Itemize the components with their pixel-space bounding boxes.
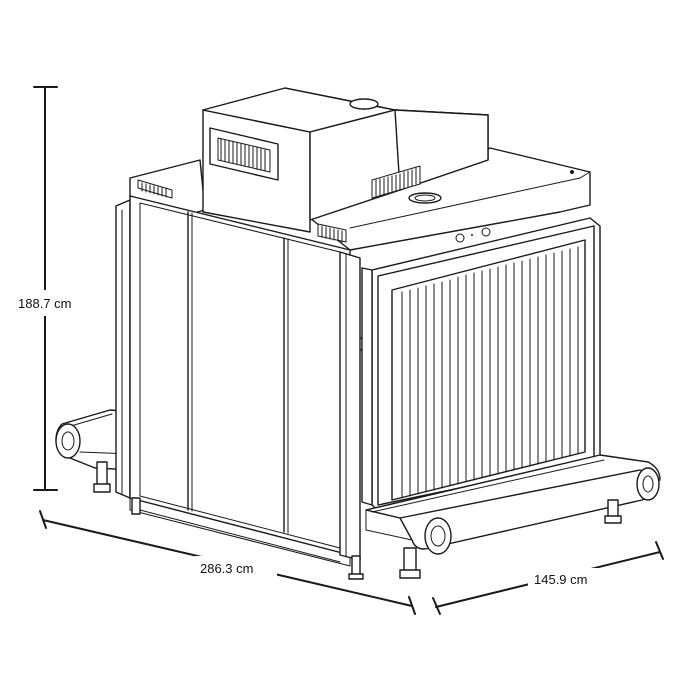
housing-left-vent [209,127,279,181]
right-conveyor [365,454,661,579]
height-dimension: 188.7 cm [14,86,94,491]
housing-right-vent [371,165,421,199]
length-dimension: 286.3 cm [39,510,416,615]
top-housing [202,87,489,233]
main-body-side [115,159,364,580]
tunnel-entrance [361,217,601,511]
control-knob-1 [455,233,465,243]
width-dimension: 145.9 cm [432,541,664,615]
right-deck-vent [317,223,347,243]
left-conveyor [55,409,136,493]
control-knob-2 [481,227,491,237]
left-deck-vent [137,179,173,199]
height-label: 188.7 cm [18,296,71,311]
lead-curtain-strips [401,246,579,499]
length-label: 286.3 cm [200,561,253,576]
width-label: 145.9 cm [534,572,587,587]
